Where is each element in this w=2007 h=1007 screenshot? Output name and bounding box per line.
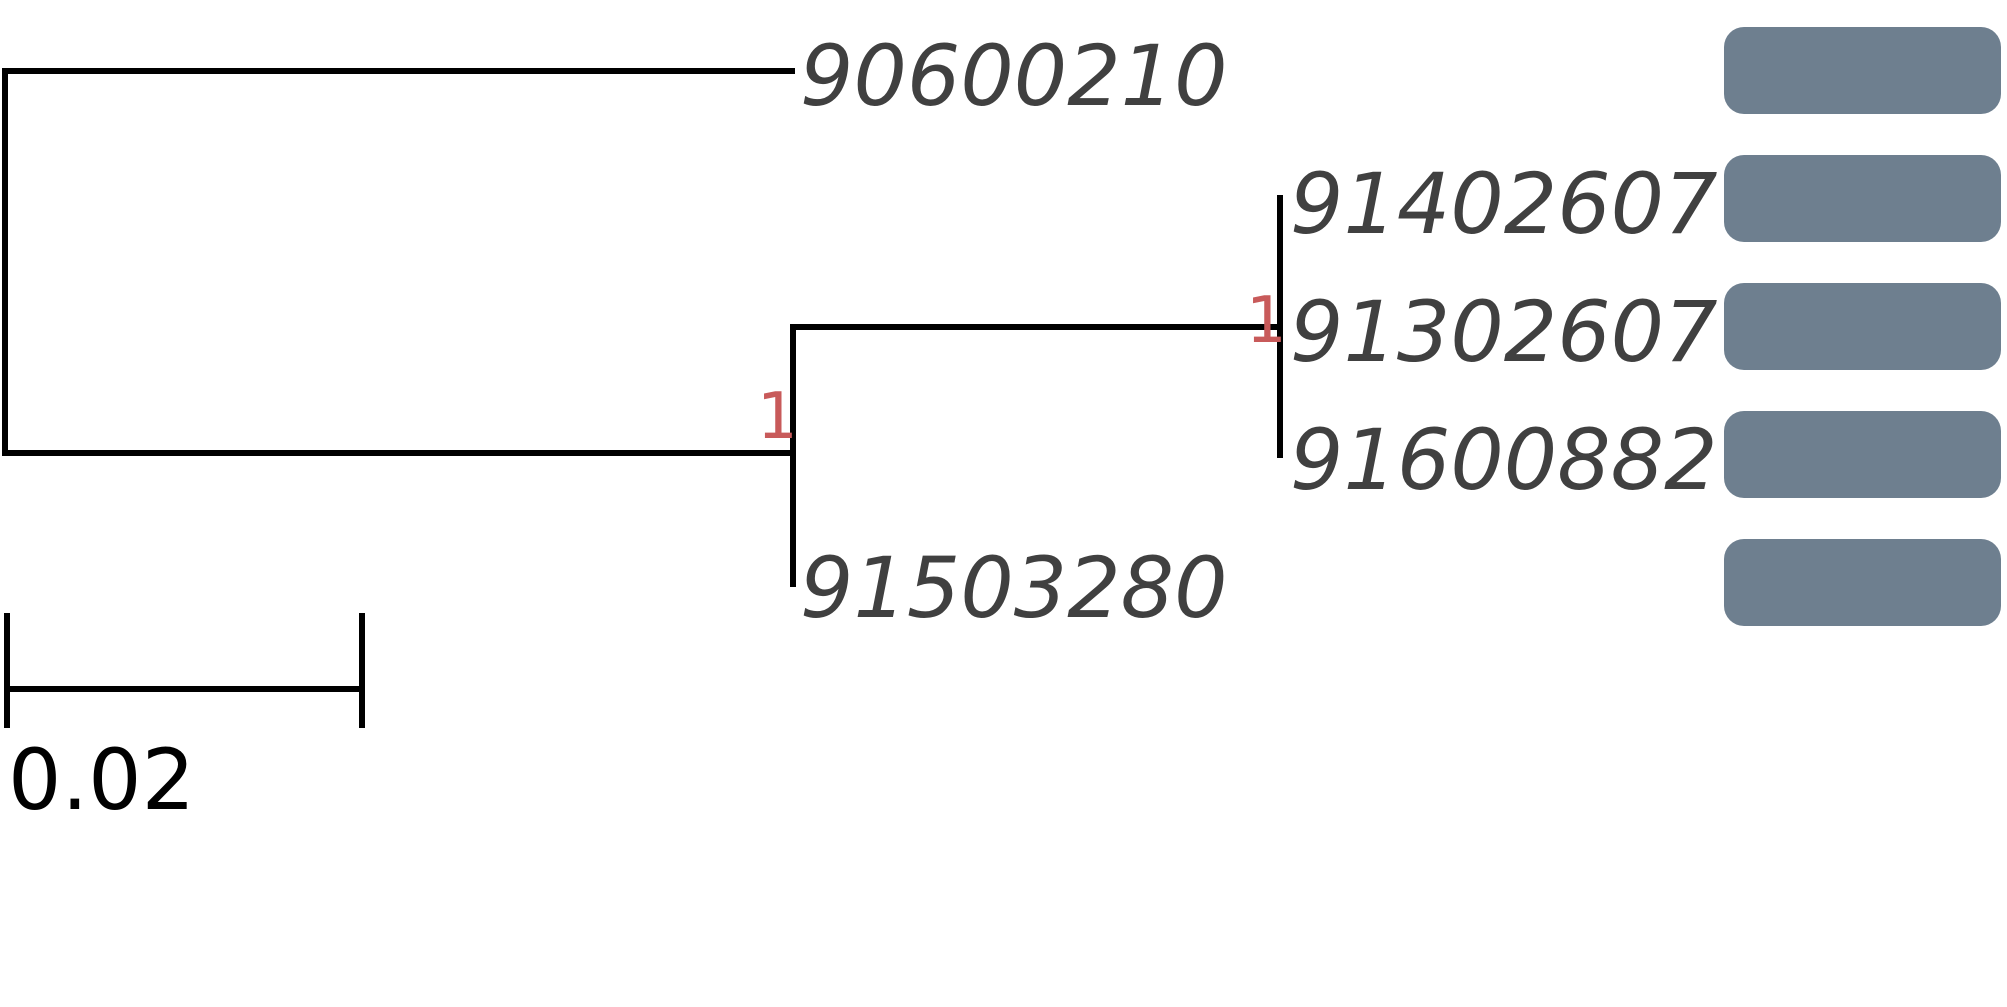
tree-branches xyxy=(2,68,1283,587)
scale-bar: 0.02 xyxy=(4,613,365,829)
support-values: 1 1 xyxy=(757,284,1287,454)
annotation-box-91600882 xyxy=(1724,411,2001,498)
leaf-label-90600210: 90600210 xyxy=(800,27,1228,125)
annotation-boxes xyxy=(1724,27,2001,626)
leaf-label-91402607: 91402607 xyxy=(1290,155,1718,253)
scale-bar-label: 0.02 xyxy=(8,731,195,829)
leaf-labels: 90600210 91402607 91302607 91600882 9150… xyxy=(800,27,1718,637)
annotation-box-90600210 xyxy=(1724,27,2001,114)
annotation-box-91302607 xyxy=(1724,283,2001,370)
annotation-box-91503280 xyxy=(1724,539,2001,626)
leaf-label-91503280: 91503280 xyxy=(800,539,1228,637)
support-value-inner-clade: 1 xyxy=(1246,284,1287,358)
support-value-big-clade: 1 xyxy=(757,380,798,454)
annotation-box-91402607 xyxy=(1724,155,2001,242)
leaf-label-91600882: 91600882 xyxy=(1290,411,1718,509)
leaf-label-91302607: 91302607 xyxy=(1290,283,1718,381)
